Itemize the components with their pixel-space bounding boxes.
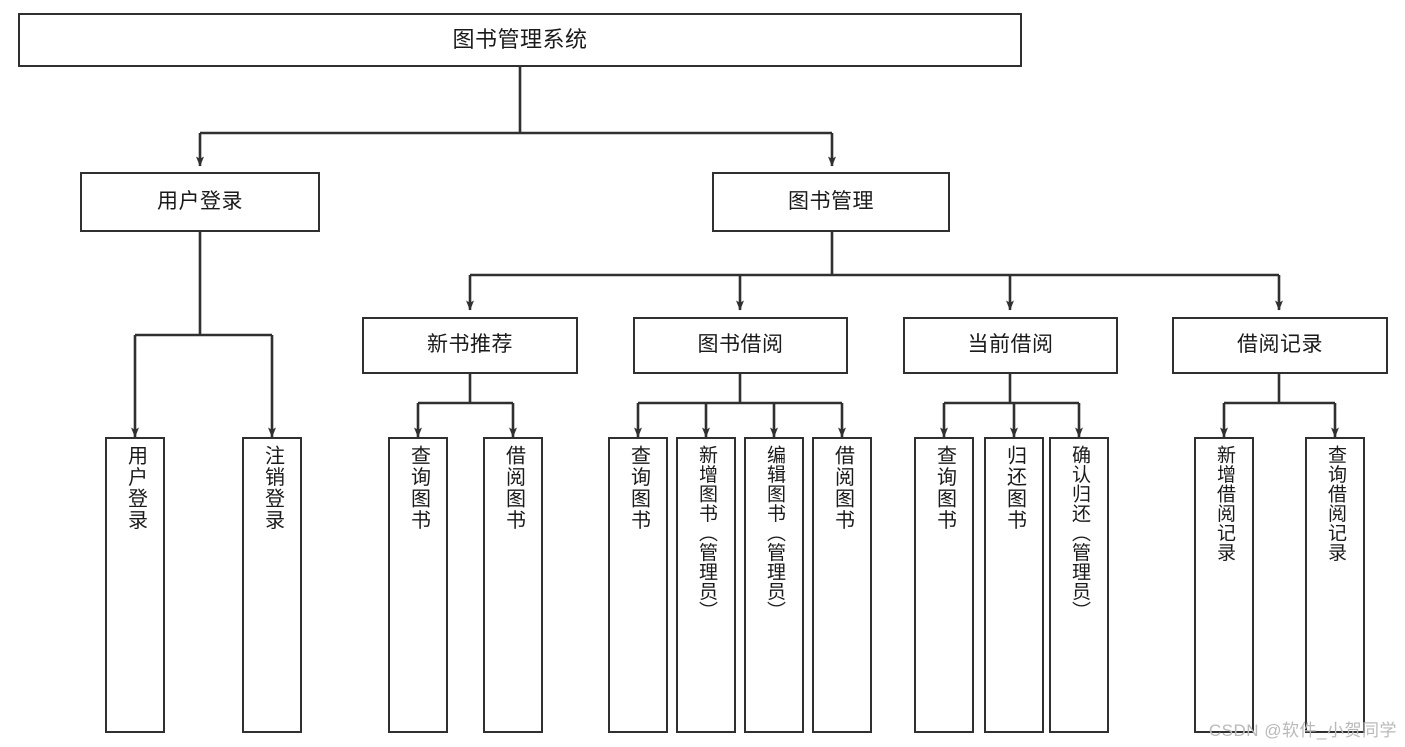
node-label: 注销登录 (261, 445, 284, 531)
watermark-text: CSDN @软件_小贺同学 (1208, 721, 1397, 740)
leaf-current-borrow-confirm-return-admin[interactable]: 确认归还（管理员） (1049, 437, 1109, 733)
leaf-borrow-record-add-record[interactable]: 新增借阅记录 (1194, 437, 1254, 733)
node-label: 图书管理系统 (452, 27, 588, 53)
node-label: 用户登录 (157, 189, 243, 213)
node-label: 用户登录 (124, 445, 147, 531)
node-label: 借阅图书 (831, 445, 854, 531)
node-label: 归还图书 (1003, 445, 1026, 531)
node-label: 当前借阅 (967, 333, 1054, 357)
node-label: 新增图书（管理员） (695, 445, 717, 621)
leaf-book-borrow-add-book-admin[interactable]: 新增图书（管理员） (676, 437, 736, 733)
node-label: 图书借阅 (697, 333, 784, 357)
node-book-borrow[interactable]: 图书借阅 (633, 317, 848, 374)
node-user-login[interactable]: 用户登录 (80, 172, 320, 232)
leaf-user-login-logout[interactable]: 注销登录 (242, 437, 302, 733)
node-label: 借阅记录 (1237, 333, 1323, 357)
node-new-book-recommend[interactable]: 新书推荐 (362, 317, 578, 374)
leaf-book-borrow-query-book[interactable]: 查询图书 (608, 437, 668, 733)
node-label: 图书管理 (788, 189, 874, 213)
node-book-management[interactable]: 图书管理 (712, 172, 950, 232)
node-label: 确认归还（管理员） (1068, 445, 1090, 621)
leaf-current-borrow-query-book[interactable]: 查询图书 (914, 437, 974, 733)
node-label: 查询图书 (933, 445, 956, 531)
node-label: 编辑图书（管理员） (763, 445, 785, 621)
node-label: 新增借阅记录 (1213, 445, 1235, 562)
node-label: 查询图书 (407, 445, 430, 531)
node-label: 借阅图书 (502, 445, 525, 531)
node-label: 查询图书 (627, 445, 650, 531)
leaf-new-book-borrow-book[interactable]: 借阅图书 (483, 437, 543, 733)
leaf-new-book-query-book[interactable]: 查询图书 (388, 437, 448, 733)
leaf-book-borrow-borrow-book[interactable]: 借阅图书 (812, 437, 872, 733)
node-current-borrow[interactable]: 当前借阅 (903, 317, 1118, 374)
node-borrow-record[interactable]: 借阅记录 (1172, 317, 1388, 374)
node-root-book-management-system[interactable]: 图书管理系统 (18, 13, 1022, 67)
leaf-user-login-login[interactable]: 用户登录 (105, 437, 165, 733)
leaf-book-borrow-edit-book-admin[interactable]: 编辑图书（管理员） (744, 437, 804, 733)
leaf-borrow-record-query-record[interactable]: 查询借阅记录 (1305, 437, 1365, 733)
node-label: 查询借阅记录 (1324, 445, 1346, 562)
leaf-current-borrow-return-book[interactable]: 归还图书 (984, 437, 1044, 733)
node-label: 新书推荐 (427, 333, 513, 357)
